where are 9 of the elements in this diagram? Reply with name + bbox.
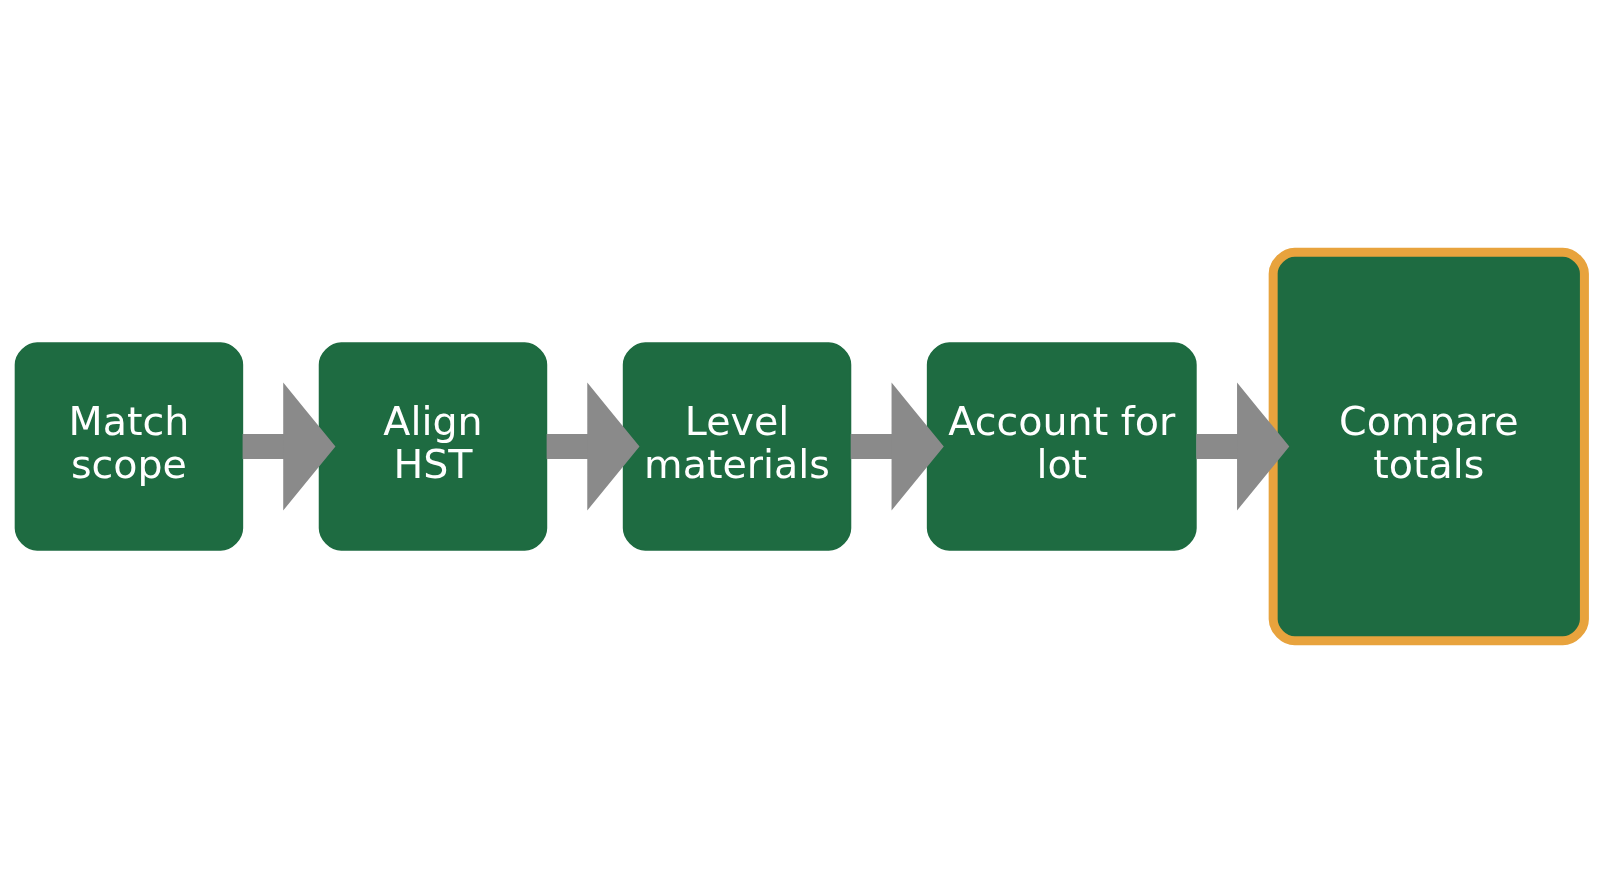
arrow [850,382,944,511]
arrow [546,382,640,511]
arrow [242,382,336,511]
node-box: Match scope [14,342,244,551]
node-box: Level materials [622,342,852,551]
arrow [1196,382,1290,511]
node-box: Account for lot [926,342,1197,551]
node-box: Align HST [318,342,548,551]
node-box: Compare totals [1268,247,1589,646]
